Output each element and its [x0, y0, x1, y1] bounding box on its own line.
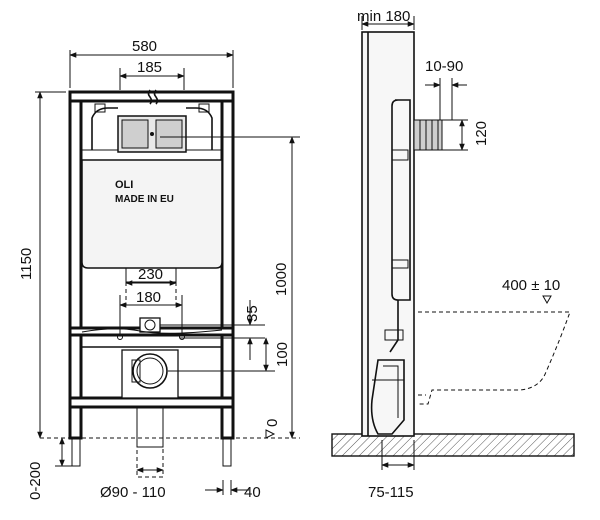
dim-185-label: 185 [137, 59, 162, 76]
front-view: OLI MADE IN EU 580 185 1150 [18, 38, 300, 501]
right-post [220, 90, 235, 440]
cross-bar-lower [68, 396, 235, 409]
tank-top-left [91, 107, 118, 150]
level-0-label: 0 [264, 419, 281, 427]
height-marker-icon [542, 295, 552, 305]
dim-35-label: 35 [244, 305, 261, 322]
floor-slab [331, 433, 575, 457]
dim-100-label: 100 [274, 342, 291, 367]
cistern-right-clip [198, 103, 210, 113]
right-foot [222, 437, 232, 467]
dim-400-label: 400 ± 10 [502, 277, 560, 294]
dim-40-label: 40 [244, 484, 261, 501]
panel-screw-icon [150, 132, 154, 136]
brand-logo: OLI [115, 179, 133, 191]
dim-230-label: 230 [138, 266, 163, 283]
cross-bar-wave [81, 328, 223, 334]
cistern-left-clip [94, 103, 106, 113]
dim-120-label: 120 [473, 121, 490, 146]
dim-1000-label: 1000 [273, 263, 290, 296]
drain-bend [121, 349, 179, 399]
water-inlet-pipe [413, 119, 443, 151]
dim-180-label: 180 [136, 289, 161, 306]
side-cistern [391, 99, 411, 301]
dim-min-180-label: min 180 [357, 8, 410, 25]
side-drain-bend [370, 359, 405, 435]
wc-bowl-outline [418, 311, 571, 405]
drain-pipe-icon [132, 353, 168, 389]
left-post [68, 90, 83, 440]
side-frame-post [361, 31, 415, 437]
water-inlet-icon [147, 89, 153, 105]
dim-0-200-label: 0-200 [27, 462, 44, 500]
dim-1150-label: 1150 [18, 248, 35, 280]
flush-button-left [121, 119, 149, 149]
made-in-label: MADE IN EU [115, 194, 174, 205]
dim-diameter-label: Ø90 - 110 [100, 484, 166, 501]
dim-10-90-label: 10-90 [425, 58, 463, 75]
drain-pipe-down [136, 406, 164, 448]
dim-75-115-label: 75-115 [368, 484, 414, 501]
side-view: min 180 10-90 120 75-115 400 ± 10 [331, 8, 575, 501]
tank-top-right [186, 107, 213, 150]
cistern [81, 159, 223, 269]
level-0-marker-icon [265, 429, 276, 439]
dim-580-label: 580 [132, 38, 157, 55]
flush-pipe-icon [144, 319, 156, 331]
left-foot [71, 437, 81, 467]
flush-button-right [155, 119, 183, 149]
